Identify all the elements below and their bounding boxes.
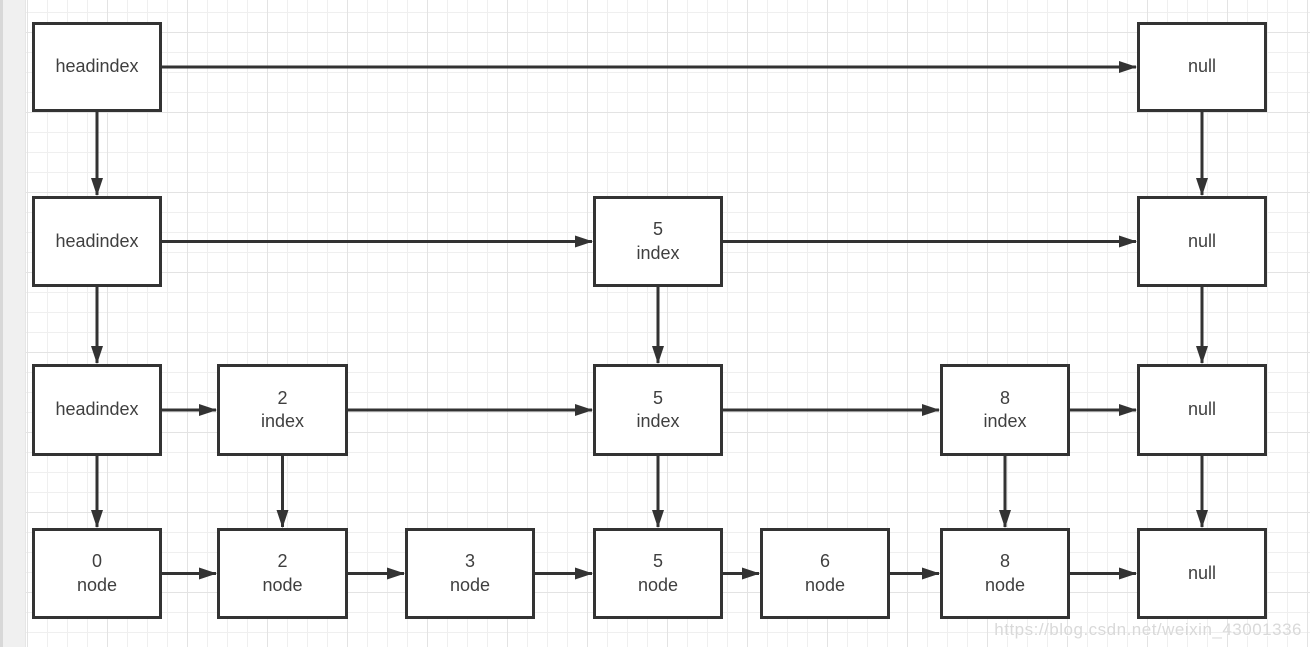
- diagram-node-idx5a[interactable]: 5 index: [593, 196, 723, 287]
- diagram-node-head2[interactable]: headindex: [32, 196, 162, 287]
- diagram-node-null1[interactable]: null: [1137, 22, 1267, 112]
- diagram-node-null4[interactable]: null: [1137, 528, 1267, 619]
- diagram-node-node8[interactable]: 8 node: [940, 528, 1070, 619]
- diagram-node-node6[interactable]: 6 node: [760, 528, 890, 619]
- diagram-node-head1[interactable]: headindex: [32, 22, 162, 112]
- gutter-edge-line: [0, 0, 3, 647]
- diagram-node-node3[interactable]: 3 node: [405, 528, 535, 619]
- diagram-node-null3[interactable]: null: [1137, 364, 1267, 456]
- diagram-node-node2[interactable]: 2 node: [217, 528, 348, 619]
- diagram-node-head3[interactable]: headindex: [32, 364, 162, 456]
- diagram-node-idx5b[interactable]: 5 index: [593, 364, 723, 456]
- diagram-node-null2[interactable]: null: [1137, 196, 1267, 287]
- diagram-node-node5[interactable]: 5 node: [593, 528, 723, 619]
- diagram-node-idx8[interactable]: 8 index: [940, 364, 1070, 456]
- left-gutter: [0, 0, 26, 647]
- diagram-node-idx2[interactable]: 2 index: [217, 364, 348, 456]
- diagram-node-node0[interactable]: 0 node: [32, 528, 162, 619]
